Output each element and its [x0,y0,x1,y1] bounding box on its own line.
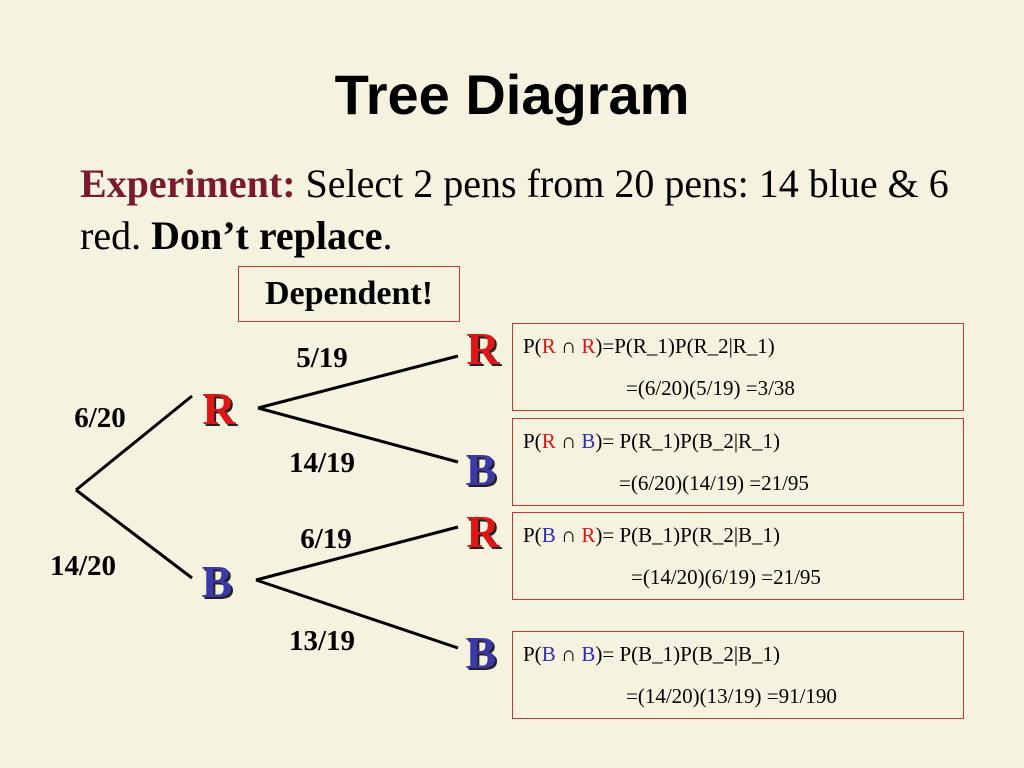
experiment-end: . [382,213,393,258]
result-formula: P(B ∩ R)= P(B_1)P(R_2|B_1) [523,523,781,547]
result-box-red-red: P(R ∩ R)=P(R_1)P(R_2|R_1) =(6/20)(5/19) … [512,323,964,411]
result-formula: P(R ∩ R)=P(R_1)P(R_2|R_1) [523,334,775,358]
prob-blue-blue: 13/19 [288,625,356,657]
dependent-label: Dependent! [264,275,434,312]
result-calculation: =(14/20)(6/19) =21/95 [631,565,821,589]
node-red-blue: B [465,444,497,495]
experiment-label: Experiment: [80,161,296,206]
experiment-description: Experiment: Select 2 pens from 20 pens: … [80,158,960,262]
prob-first-blue: 14/20 [49,550,117,582]
node-blue-blue: B [465,627,497,678]
branch-blue-to-red [255,525,459,582]
branch-start-to-first-red [75,394,193,492]
page-title: Tree Diagram [334,63,690,126]
prob-first-red: 6/20 [74,402,126,434]
prob-red-blue: 14/19 [288,447,356,479]
experiment-emphasis: Don’t replace [151,213,383,258]
dependent-label-box: Dependent! [238,266,460,322]
result-box-blue-blue: P(B ∩ B)= P(B_1)P(B_2|B_1) =(14/20)(13/1… [512,631,964,719]
result-box-red-blue: P(R ∩ B)= P(R_1)P(B_2|R_1) =(6/20)(14/19… [512,418,964,506]
branch-red-to-blue [257,406,459,464]
result-calculation: =(14/20)(13/19) =91/190 [626,684,837,708]
result-box-blue-red: P(B ∩ R)= P(B_1)P(R_2|B_1) =(14/20)(6/19… [512,512,964,600]
result-calculation: =(6/20)(5/19) =3/38 [626,376,795,400]
experiment-text: Select 2 pens from 20 pens: 14 blue & 6 … [80,161,949,258]
branch-start-to-first-blue [75,488,193,580]
prob-red-red: 5/19 [296,342,348,374]
result-calculation: =(6/20)(14/19) =21/95 [619,471,809,495]
node-red-red: R [466,323,500,374]
result-formula: P(B ∩ B)= P(B_1)P(B_2|B_1) [523,642,781,666]
node-blue-red: R [466,506,500,557]
branch-blue-to-blue [255,578,459,650]
branch-red-to-red [257,354,459,410]
result-formula: P(R ∩ B)= P(R_1)P(B_2|R_1) [523,429,781,453]
node-first-blue: B [201,556,233,607]
prob-blue-red: 6/19 [300,523,352,555]
node-first-red: R [202,383,236,434]
